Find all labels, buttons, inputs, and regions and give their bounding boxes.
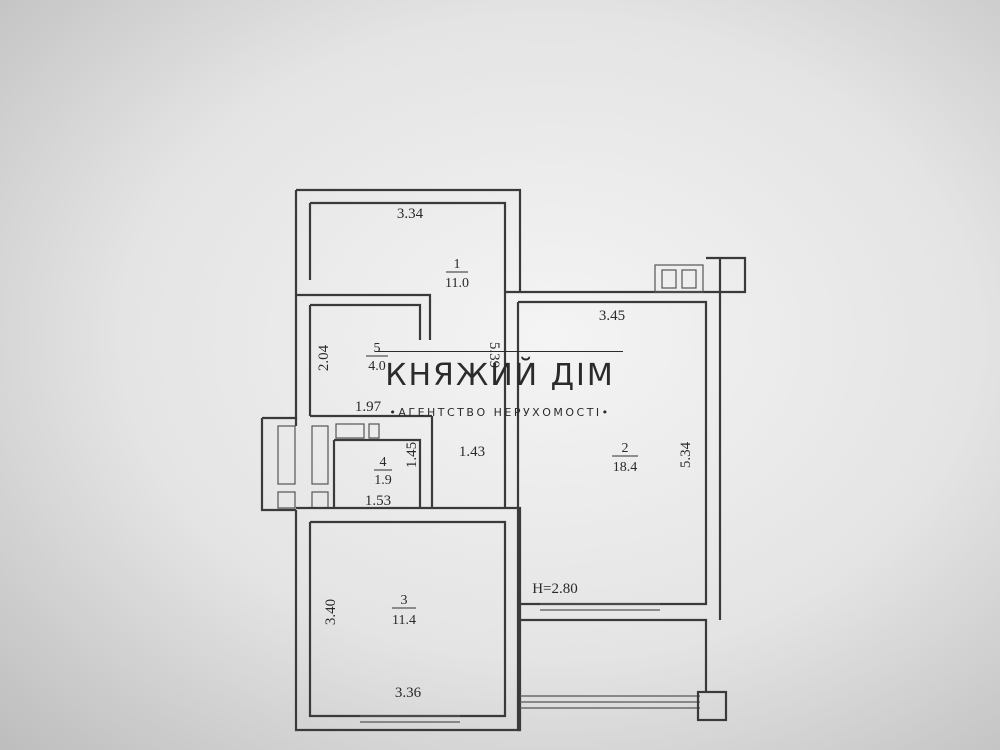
walls: [260, 188, 747, 732]
dimension-labels: 3.34 3.45 5.34 2.04 1.97 5.39 1.45 1.53 …: [316, 206, 694, 701]
room5-number: 5: [374, 341, 381, 356]
dim-room3-width: 3.36: [395, 685, 422, 701]
dim-room4-width: 1.53: [365, 493, 391, 509]
dim-room5-width: 1.97: [355, 399, 382, 415]
room5-area: 4.0: [368, 359, 386, 374]
dim-room2-height: 5.34: [678, 441, 694, 468]
dim-room1-width: 3.34: [397, 206, 424, 222]
room-labels: 1 11.0 2 18.4 3 11.4 4 1.9 5 4.0: [366, 257, 638, 628]
room3-number: 3: [401, 593, 408, 608]
dim-room3-height: 3.40: [323, 599, 339, 625]
dim-room2-width: 3.45: [599, 308, 625, 324]
room4-number: 4: [380, 455, 387, 470]
watermark-line: [375, 351, 623, 352]
dim-corridor-length: 5.39: [486, 342, 502, 368]
room2-area: 18.4: [613, 460, 638, 475]
dim-room5-height: 2.04: [316, 344, 332, 371]
watermark-subtitle: •АГЕНТСТВО НЕРУХОМОСТІ•: [389, 406, 611, 419]
ceiling-height-label: H=2.80: [532, 581, 578, 597]
dim-corridor-width: 1.43: [459, 444, 485, 460]
room3-area: 11.4: [392, 613, 416, 628]
watermark-title: КНЯЖИЙ ДІМ: [385, 358, 615, 393]
room1-number: 1: [454, 257, 461, 272]
room1-area: 11.0: [445, 276, 469, 291]
room2-number: 2: [622, 441, 629, 456]
room4-area: 1.9: [374, 473, 392, 488]
dim-room4-height: 1.45: [404, 442, 420, 468]
